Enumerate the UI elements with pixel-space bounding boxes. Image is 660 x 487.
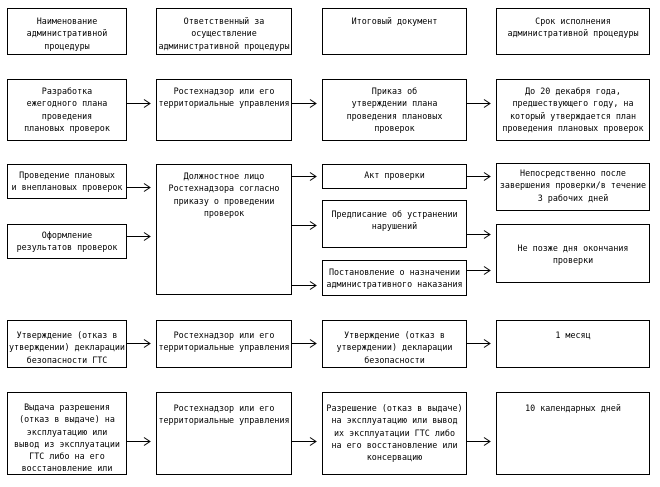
header-procedure-name: Наименование административной процедуры: [7, 8, 127, 55]
arrow-right: [127, 99, 151, 108]
arrow-right: [127, 232, 151, 241]
box-deadline-inspection-end: Не позже дня окончания проверки: [496, 224, 650, 283]
header-final-document: Итоговый документ: [322, 8, 467, 55]
arrow-right: [467, 99, 491, 108]
arrow-right: [467, 172, 491, 181]
arrow-right: [127, 437, 151, 446]
arrow-right: [292, 221, 317, 230]
box-rostekhnadzor-responsible-3: Ростехнадзор или его территориальные упр…: [156, 392, 292, 475]
box-permit-issuance: Выдача разрешения (отказ в выдаче) на эк…: [7, 392, 127, 475]
arrow-right: [127, 339, 151, 348]
arrow-right: [467, 339, 491, 348]
box-deadline-ten-days: 10 календарных дней: [496, 392, 650, 475]
arrow-right: [292, 281, 317, 290]
box-violation-elimination-order: Предписание об устранении нарушений: [322, 200, 467, 248]
box-permit-document: Разрешение (отказ в выдаче) на эксплуата…: [322, 392, 467, 475]
box-declaration-approval: Утверждение (отказ в утверждении) деклар…: [7, 320, 127, 368]
arrow-right: [467, 437, 491, 446]
box-results-registration: Оформление результатов проверок: [7, 224, 127, 259]
box-inspections-conduct: Проведение плановых и внеплановых провер…: [7, 164, 127, 199]
box-deadline-after-inspection: Непосредственно после завершения проверк…: [496, 163, 650, 211]
box-rostekhnadzor-responsible-1: Ростехнадзор или его территориальные упр…: [156, 79, 292, 141]
arrow-right: [292, 339, 317, 348]
arrow-right: [467, 230, 491, 239]
arrow-right: [467, 266, 491, 275]
box-inspection-act: Акт проверки: [322, 164, 467, 189]
box-official-responsible: Должностное лицо Ростехнадзора согласно …: [156, 164, 292, 295]
header-deadline: Срок исполнения административной процеду…: [496, 8, 650, 55]
arrow-right: [127, 183, 151, 192]
box-plan-development: Разработка ежегодного плана проведения п…: [7, 79, 127, 141]
arrow-right: [292, 172, 317, 181]
arrow-right: [292, 437, 317, 446]
box-deadline-one-month: 1 месяц: [496, 320, 650, 368]
box-plan-approval-order: Приказ об утверждении плана проведения п…: [322, 79, 467, 141]
box-penalty-resolution: Постановление о назначении административ…: [322, 260, 467, 296]
box-declaration-approval-document: Утверждение (отказ в утверждении) деклар…: [322, 320, 467, 368]
box-deadline-december-20: До 20 декабря года, предшествующего году…: [496, 79, 650, 141]
header-responsible: Ответственный за осуществление администр…: [156, 8, 292, 55]
arrow-right: [292, 99, 317, 108]
box-rostekhnadzor-responsible-2: Ростехнадзор или его территориальные упр…: [156, 320, 292, 368]
